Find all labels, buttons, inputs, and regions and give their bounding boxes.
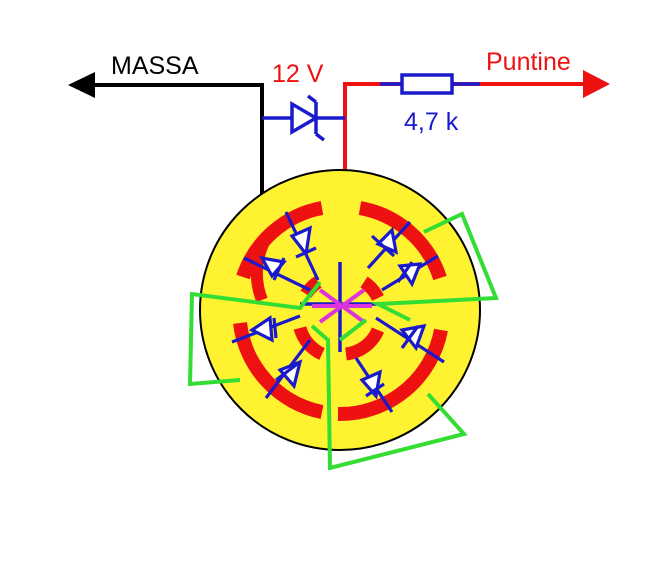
ground-label: MASSA [111,52,199,80]
resistor-icon [380,73,480,95]
resistor-label: 4,7 k [404,108,459,136]
arrow-right-icon [583,70,610,98]
jumper-wires [187,211,499,471]
output-label: Puntine [486,48,571,76]
zener-label: 12 V [272,60,324,88]
zener-diode-icon [262,94,345,142]
center-mark [312,288,372,324]
diode-icon [231,211,445,413]
arrow-left-icon [68,72,95,98]
ground-wire [95,83,264,228]
